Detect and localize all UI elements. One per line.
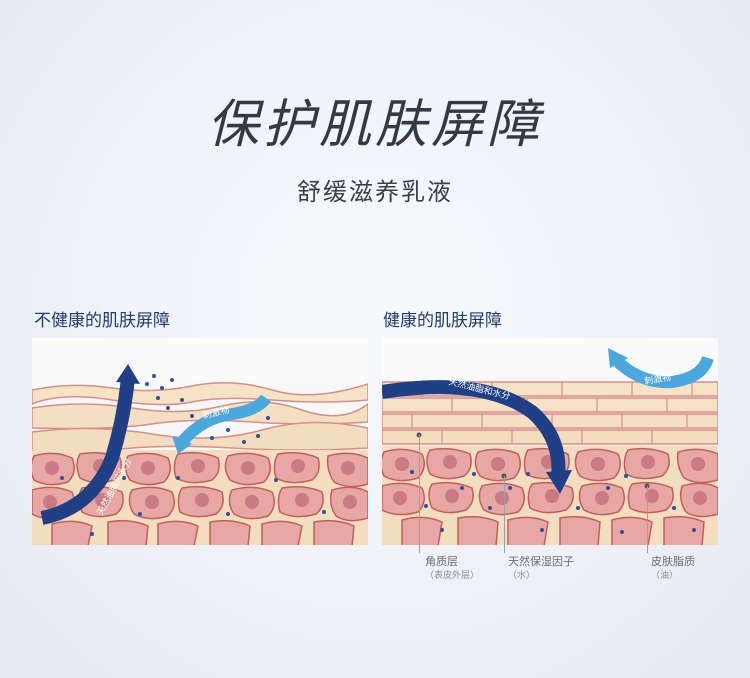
moisture-dots [410,470,696,534]
page-subtitle: 舒缓滋养乳液 [297,178,453,206]
leader-line-nmf [504,476,505,553]
legend-lipids: 皮肤脂质 （油） [651,555,695,583]
skin-cells [382,446,718,545]
irritant-blocked-arrow: 刺激物 [608,348,714,389]
legend-stratum-corneum: 角质层 （表皮外层） [425,555,479,583]
legend-name: 角质层 [425,555,458,568]
healthy-skin-illustration: 天然油脂和水分 刺激物 [382,338,718,545]
legend-name: 天然保湿因子 [508,555,574,568]
healthy-barrier-diagram: 天然油脂和水分 刺激物 [382,338,718,545]
unhealthy-barrier-title: 不健康的肌肤屏障 [34,311,170,331]
legend-sub: （水） [508,571,536,581]
leader-line-lipids [647,486,648,553]
leader-line-stratum-corneum [419,435,420,553]
unhealthy-barrier-diagram: 天然油脂和水分 刺激物 [32,338,368,545]
moisture-dots [60,374,326,536]
legend-sub: （油） [651,571,679,581]
legend-nmf: 天然保湿因子 （水） [508,555,574,583]
legend-name: 皮肤脂质 [651,555,695,568]
legend-sub: （表皮外层） [425,571,480,581]
page-title: 保护肌肤屏障 [206,95,543,155]
healthy-barrier-title: 健康的肌肤屏障 [383,311,502,331]
unhealthy-skin-illustration: 天然油脂和水分 刺激物 [32,338,368,545]
